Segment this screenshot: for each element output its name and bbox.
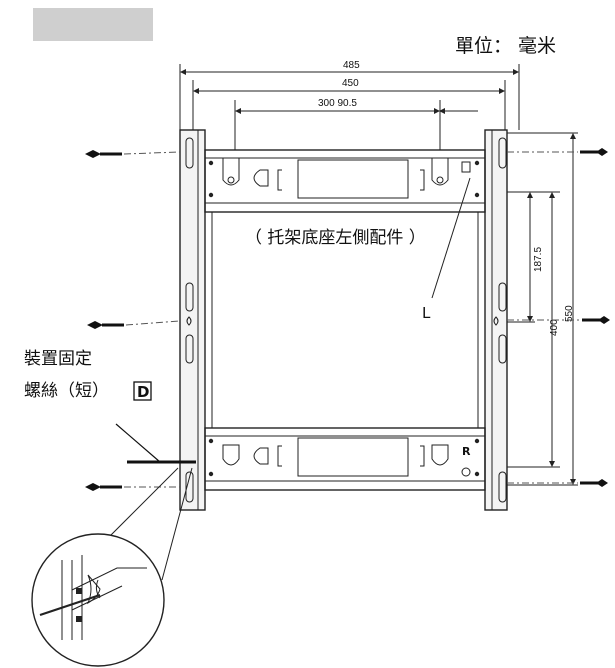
screw-label-box — [133, 381, 152, 401]
unit-label: 單位： 毫米 — [455, 35, 556, 57]
bottom-bracket — [204, 427, 486, 491]
dimension-187-label: 187.5 — [533, 247, 544, 272]
dimension-300-label: 300 90.5 — [318, 98, 357, 109]
dimension-485-label: 485 — [343, 60, 360, 71]
screw-label-D: D — [137, 383, 149, 401]
screw-right-bottom — [507, 479, 608, 487]
screw-left-bottom — [85, 483, 180, 491]
top-bracket — [204, 149, 486, 213]
header-placeholder-box — [33, 8, 153, 41]
marker-R: R — [462, 445, 471, 458]
left-rail — [179, 129, 206, 511]
dimension-550-label: 550 — [564, 305, 575, 322]
marker-L: L — [422, 304, 431, 322]
L-leader-line — [431, 177, 471, 299]
bracket-caption: （ 托架底座左側配件 ） — [245, 228, 426, 248]
screw-right-top — [507, 148, 608, 156]
screw-label-line2: 螺絲（短） — [24, 381, 109, 401]
dimension-450-label: 450 — [342, 78, 359, 89]
screw-leader-line — [115, 423, 161, 463]
screw-left-mid — [87, 320, 181, 329]
right-rail — [484, 129, 508, 511]
screw-left-top — [85, 150, 181, 158]
dimension-400-label: 400 — [549, 319, 560, 336]
detail-magnifier — [31, 467, 193, 667]
screw-label-line1: 裝置固定 — [24, 349, 92, 369]
screw-right-mid — [507, 316, 610, 324]
top-dimensions: 485 450 300 90.5 — [179, 60, 520, 150]
